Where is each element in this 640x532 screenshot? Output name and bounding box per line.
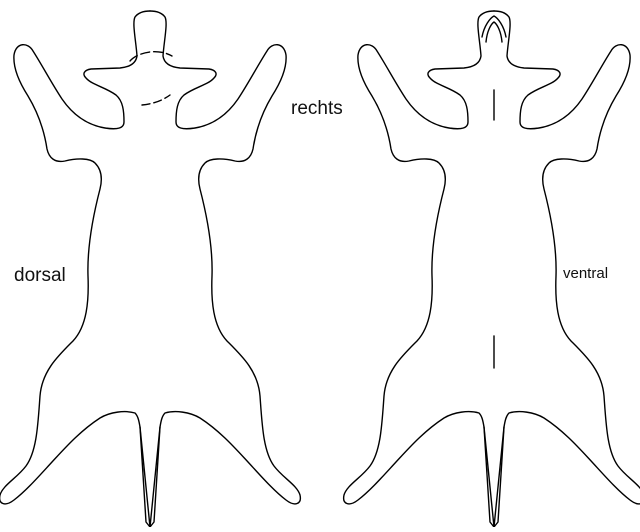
label-ventral: ventral [563, 265, 608, 282]
label-dorsal: dorsal [14, 265, 66, 287]
label-right: rechts [291, 98, 343, 120]
ventral-pelt-left-half [344, 11, 494, 527]
ventral-mouth-inner [486, 22, 502, 42]
dorsal-pelt-right-half [150, 11, 300, 527]
dorsal-neck-dashed-line [142, 95, 170, 105]
ventral-mouth-outer [482, 16, 506, 37]
